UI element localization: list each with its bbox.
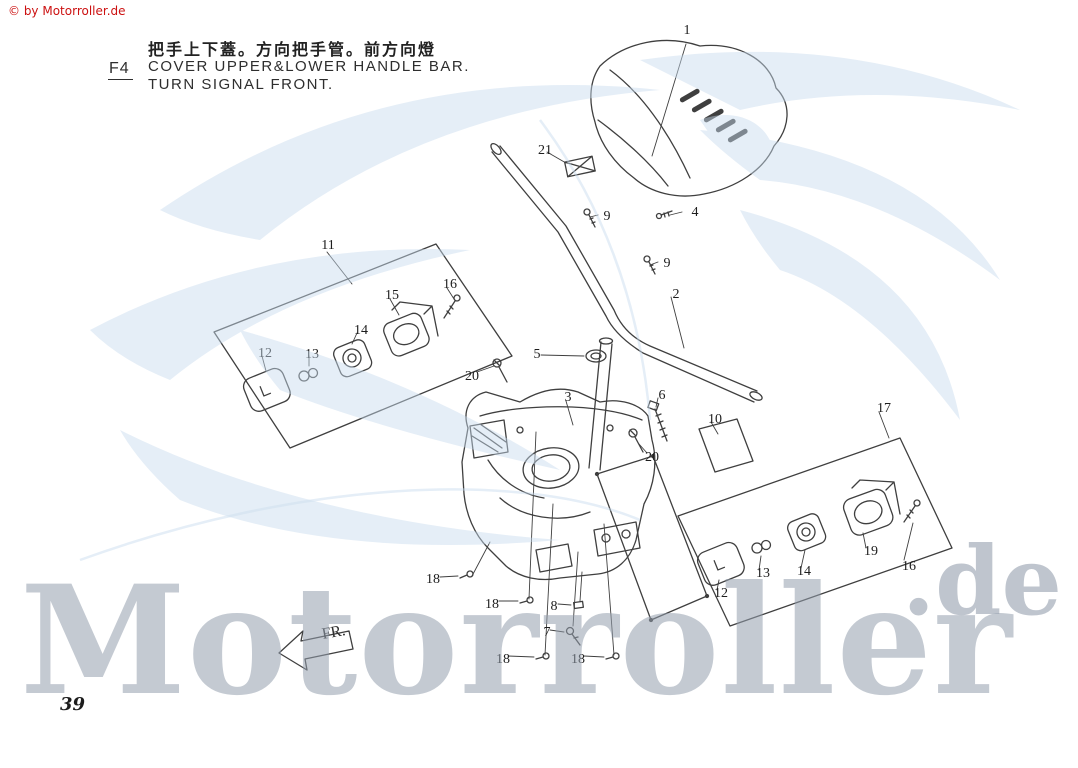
socket-14-right [787, 513, 827, 552]
part-callout: 5 [533, 347, 541, 362]
part-callout: 8 [550, 599, 558, 614]
turn-signal-box-left [213, 243, 513, 449]
lower-handlebar-cover [461, 388, 656, 581]
part-callout: 3 [564, 390, 572, 405]
part-callout: 14 [797, 564, 811, 579]
part-callout: 11 [321, 238, 335, 253]
part-callout: 14 [354, 323, 368, 338]
fr-arrow [278, 630, 354, 671]
part-callout: 16 [443, 277, 457, 292]
part-callout: 17 [877, 401, 891, 416]
screws-18-7-8 [459, 570, 620, 660]
leader-lines [261, 43, 914, 658]
inner-panel [594, 453, 710, 623]
part-callout: 2 [672, 287, 680, 302]
part-callout: 10 [708, 412, 722, 427]
panel-10 [698, 418, 754, 473]
screw-20a [492, 358, 508, 383]
part-callout: 9 [663, 256, 671, 271]
housing-19 [842, 479, 901, 536]
bracket-21 [563, 155, 596, 178]
screw-20b [628, 428, 644, 453]
part-callout: 1 [683, 23, 691, 38]
turn-signal-box-right [677, 437, 953, 627]
part-callout: 13 [305, 347, 319, 362]
screw-16-left [443, 294, 461, 319]
part-callout: 9 [603, 209, 611, 224]
part-callout: 18 [571, 652, 585, 667]
part-callout: 15 [385, 288, 399, 303]
part-callout: 20 [465, 369, 479, 384]
bolt-6 [647, 400, 668, 442]
housing-15 [383, 301, 439, 357]
upper-handlebar-cover [590, 39, 788, 197]
part-callout: 18 [485, 597, 499, 612]
part-callout: 6 [658, 388, 666, 403]
screw-9b [643, 255, 656, 275]
part-callout: 7 [543, 625, 551, 640]
part-callout: 19 [864, 544, 878, 559]
screw-4 [655, 210, 673, 220]
part-callout: 21 [538, 143, 552, 158]
signal-lens-12-right [696, 541, 745, 586]
vent-slots [679, 88, 748, 143]
steering-stem [585, 337, 614, 471]
part-callout: 16 [902, 559, 916, 574]
part-callout: 13 [756, 566, 770, 581]
part-callout: 18 [426, 572, 440, 587]
screw-16-right [903, 499, 921, 523]
bulb-13-left [298, 367, 319, 382]
bulb-13-right [751, 539, 772, 554]
part-callout: 12 [258, 346, 272, 361]
handlebar-tube [490, 142, 763, 403]
screw-9a [583, 208, 596, 228]
part-callout: 18 [496, 652, 510, 667]
part-callout: 20 [645, 450, 659, 465]
socket-14-left [333, 339, 373, 378]
part-callout: 4 [691, 205, 699, 220]
signal-lens-12-left [242, 367, 291, 412]
part-callout: 12 [714, 586, 728, 601]
